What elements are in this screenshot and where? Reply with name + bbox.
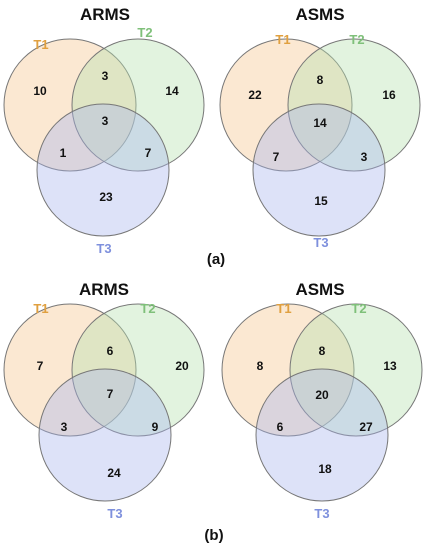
region-t2-t3: 7 [145,146,152,160]
t3-circle [38,368,172,502]
region-all: 3 [102,114,109,128]
venn-a-asms: ASMS T1 T2 T3 22 16 15 8 7 3 14 [219,5,421,250]
region-t2-only: 16 [382,88,396,102]
region-t1-t3: 1 [60,146,67,160]
panel-caption: (a) [207,251,225,268]
venn-b-asms: ASMS T1 T2 T3 8 13 18 8 6 27 20 [221,280,423,521]
region-t3-only: 23 [99,190,113,204]
region-t2-only: 13 [383,359,397,373]
t3-label: T3 [107,506,122,521]
region-t1-t3: 3 [61,420,68,434]
t1-circle [219,38,353,172]
t2-label: T2 [137,25,152,40]
region-t2-only: 20 [175,359,189,373]
venn-title: ASMS [295,5,344,24]
region-t1-only: 8 [257,359,264,373]
region-t1-t2: 8 [319,344,326,358]
t2-label: T2 [351,301,366,316]
region-t1-t2: 6 [107,344,114,358]
region-t1-only: 10 [33,84,47,98]
region-t1-only: 22 [248,88,262,102]
t1-circle [3,303,137,437]
panel-caption: (b) [204,527,223,544]
t1-label: T1 [276,301,291,316]
region-t1-only: 7 [37,359,44,373]
region-t3-only: 18 [318,462,332,476]
venn-a-arms: ARMS T1 T2 T3 10 14 23 3 1 7 3 [3,5,205,256]
t2-circle [287,38,421,172]
t3-label: T3 [313,235,328,250]
t3-circle [252,103,386,237]
t2-circle [71,303,205,437]
venn-title: ASMS [295,280,344,299]
region-t1-t2: 8 [317,73,324,87]
region-t3-only: 24 [107,466,121,480]
t3-circle [36,103,170,237]
region-all: 20 [315,388,329,402]
t2-circle [289,303,423,437]
venn-title: ARMS [79,280,129,299]
t2-label: T2 [349,32,364,47]
t1-label: T1 [33,301,48,316]
t3-circle [255,368,389,502]
t3-label: T3 [314,506,329,521]
region-t1-t2: 3 [102,69,109,83]
t1-circle [221,303,355,437]
venn-b-arms: ARMS T1 T2 T3 7 20 24 6 3 9 7 [3,280,205,521]
t2-label: T2 [140,301,155,316]
region-all: 7 [107,387,114,401]
region-t3-only: 15 [314,194,328,208]
region-all: 14 [313,116,327,130]
t1-label: T1 [275,32,290,47]
venn-title: ARMS [80,5,130,24]
t3-label: T3 [96,241,111,256]
region-t2-t3: 27 [359,420,373,434]
region-t2-t3: 9 [152,420,159,434]
region-t2-only: 14 [165,84,179,98]
region-t2-t3: 3 [361,150,368,164]
t1-circle [3,38,137,172]
region-t1-t3: 6 [277,420,284,434]
t2-circle [71,38,205,172]
region-t1-t3: 7 [273,150,280,164]
t1-label: T1 [33,37,48,52]
